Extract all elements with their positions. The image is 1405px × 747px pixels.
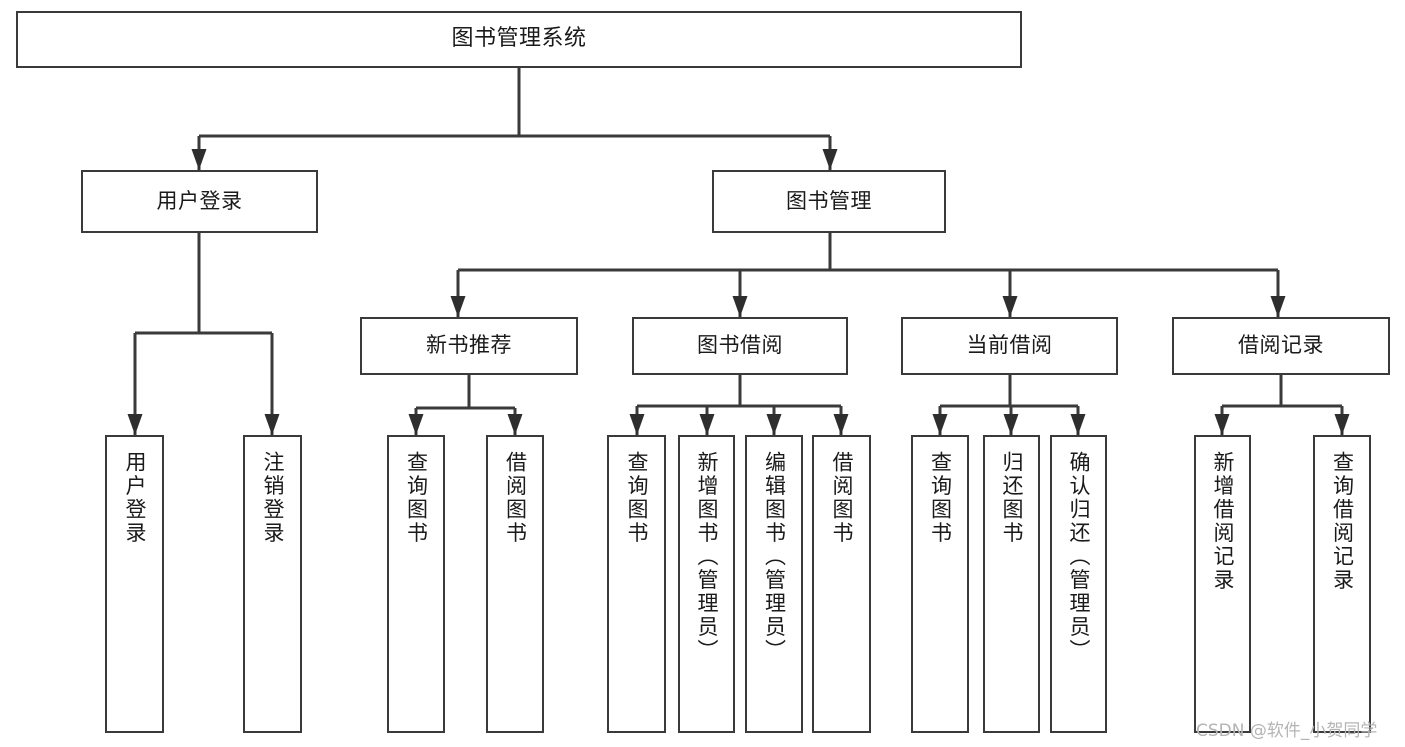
node-leaf-borrow-book-rec[interactable]: 借阅图书 bbox=[486, 435, 544, 733]
node-leaf-borrow-book[interactable]: 借阅图书 bbox=[812, 435, 871, 733]
node-leaf-user-logout[interactable]: 注销登录 bbox=[243, 435, 302, 733]
node-label: 借阅图书 bbox=[830, 451, 854, 545]
node-label: 查询借阅记录 bbox=[1330, 451, 1355, 592]
node-label: 用户登录 bbox=[156, 188, 243, 213]
node-leaf-query-book-current[interactable]: 查询图书 bbox=[911, 435, 969, 733]
node-root[interactable]: 图书管理系统 bbox=[16, 11, 1022, 68]
node-label: 归还图书 bbox=[1000, 451, 1024, 545]
node-label: 查询图书 bbox=[404, 451, 429, 545]
node-leaf-query-book-borrow[interactable]: 查询图书 bbox=[607, 435, 666, 733]
node-label: 编辑图书（管理员） bbox=[762, 451, 787, 663]
node-label: 新增图书（管理员） bbox=[695, 451, 719, 663]
node-leaf-add-book-admin[interactable]: 新增图书（管理员） bbox=[678, 435, 735, 733]
node-leaf-edit-book-admin[interactable]: 编辑图书（管理员） bbox=[745, 435, 803, 733]
node-label: 查询图书 bbox=[625, 451, 649, 545]
node-book-borrow[interactable]: 图书借阅 bbox=[632, 317, 848, 375]
node-leaf-add-borrow-record[interactable]: 新增借阅记录 bbox=[1194, 435, 1251, 733]
node-book-manage[interactable]: 图书管理 bbox=[712, 170, 946, 233]
node-leaf-user-login[interactable]: 用户登录 bbox=[105, 435, 164, 733]
node-new-book-recommend[interactable]: 新书推荐 bbox=[360, 317, 578, 375]
node-label: 新增借阅记录 bbox=[1211, 451, 1235, 592]
node-label: 注销登录 bbox=[261, 451, 285, 545]
node-label: 借阅图书 bbox=[503, 451, 528, 545]
node-current-borrow[interactable]: 当前借阅 bbox=[901, 317, 1118, 375]
node-label: 用户登录 bbox=[123, 451, 147, 545]
node-label: 当前借阅 bbox=[966, 333, 1053, 358]
node-leaf-query-book-rec[interactable]: 查询图书 bbox=[387, 435, 445, 733]
watermark: CSDN @软件_小贺同学 bbox=[1196, 721, 1378, 741]
node-user-login[interactable]: 用户登录 bbox=[81, 170, 318, 233]
node-label: 查询图书 bbox=[928, 451, 953, 545]
node-label: 确认归还（管理员） bbox=[1067, 451, 1091, 663]
node-label: 借阅记录 bbox=[1238, 333, 1324, 358]
node-label: 图书借阅 bbox=[697, 333, 783, 358]
node-leaf-query-borrow-record[interactable]: 查询借阅记录 bbox=[1313, 435, 1371, 733]
node-label: 图书管理 bbox=[786, 188, 872, 213]
node-leaf-confirm-return-admin[interactable]: 确认归还（管理员） bbox=[1050, 435, 1107, 733]
node-leaf-return-book[interactable]: 归还图书 bbox=[983, 435, 1040, 733]
node-label: 图书管理系统 bbox=[451, 26, 587, 52]
node-borrow-record[interactable]: 借阅记录 bbox=[1172, 317, 1390, 375]
node-label: 新书推荐 bbox=[426, 333, 512, 358]
